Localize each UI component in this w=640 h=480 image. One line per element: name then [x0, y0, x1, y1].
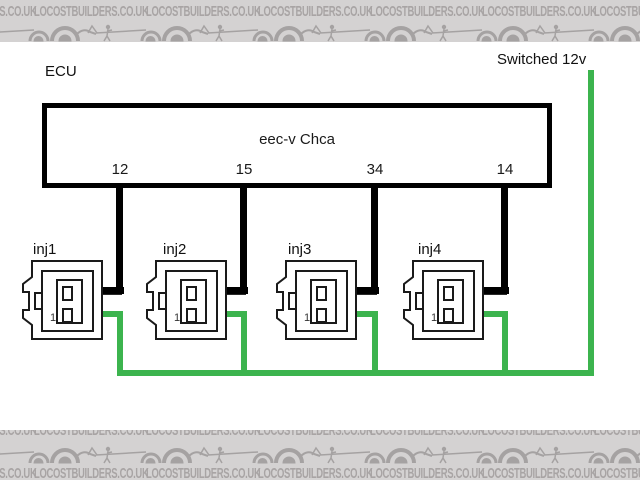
wire-pin15-to-inj2 [221, 287, 248, 294]
wire-12v-inj1-drop [117, 311, 123, 372]
wire-pin34-to-inj3 [351, 287, 379, 294]
car-silhouette-icon [498, 24, 610, 42]
car-silhouette-icon [610, 26, 640, 42]
watermark-car-row [0, 21, 640, 42]
ecu-pin-15: 15 [235, 161, 253, 178]
car-silhouette-icon [386, 446, 498, 464]
wire-12v-inj1-horizontal [97, 311, 123, 317]
inj1-connector: 1 [22, 260, 103, 340]
inj3-connector: 1 [276, 260, 357, 340]
watermark-text: LOCOSTBUILDERS.CO.UK [370, 465, 485, 480]
car-silhouette-icon [386, 24, 498, 42]
ecu-box-title: eec-v Chca [259, 131, 335, 148]
car-silhouette-icon [50, 24, 162, 42]
watermark-text: LOCOSTBUILDERS.CO.UK [0, 3, 37, 20]
watermark-text: LOCOSTBUILDERS.CO.UK [594, 430, 640, 439]
watermark-text: LOCOSTBUILDERS.CO.UK [370, 3, 485, 20]
watermark-text-row: LOCOSTBUILDERS.CO.UK LOCOSTBUILDERS.CO.U… [0, 465, 640, 480]
wire-pin14-vertical [501, 188, 508, 294]
car-silhouette-icon [498, 446, 610, 464]
wire-pin15-vertical [240, 188, 247, 294]
watermark-text: LOCOSTBUILDERS.CO.UK [482, 3, 597, 20]
car-silhouette-icon [0, 451, 50, 464]
watermark-text: LOCOSTBUILDERS.CO.UK [594, 3, 640, 20]
watermark-text: LOCOSTBUILDERS.CO.UK [482, 430, 597, 439]
inj1-label: inj1 [33, 241, 57, 258]
watermark-text: LOCOSTBUILDERS.CO.UK [0, 430, 37, 439]
inj3-label: inj3 [288, 241, 312, 258]
inj2-pin1-number: 1 [174, 312, 180, 324]
wire-12v-inj4-drop [502, 311, 508, 372]
wire-12v-bus [117, 370, 594, 376]
watermark-clipped-text-row: LOCOSTBUILDERS.CO.UK LOCOSTBUILDERS.CO.U… [0, 430, 640, 442]
watermark-text: LOCOSTBUILDERS.CO.UK [146, 430, 261, 439]
watermark-text: LOCOSTBUILDERS.CO.UK [34, 465, 149, 480]
watermark-text: LOCOSTBUILDERS.CO.UK [258, 430, 373, 439]
inj2-label: inj2 [163, 241, 187, 258]
ecu-connector-box [42, 103, 552, 188]
inj4-pin1-number: 1 [431, 312, 437, 324]
wire-12v-inj2-horizontal [221, 311, 247, 317]
ecu-pin-14: 14 [496, 161, 514, 178]
inj1-pin1-number: 1 [50, 312, 56, 324]
watermark-text: LOCOSTBUILDERS.CO.UK [482, 465, 597, 480]
car-silhouette-icon [274, 446, 386, 464]
wire-12v-inj2-drop [241, 311, 247, 372]
ecu-pin-34: 34 [366, 161, 384, 178]
watermark-text: LOCOSTBUILDERS.CO.UK [146, 3, 261, 20]
watermark-text: LOCOSTBUILDERS.CO.UK [0, 465, 37, 480]
watermark-text: LOCOSTBUILDERS.CO.UK [146, 465, 261, 480]
watermark-band-top: LOCOSTBUILDERS.CO.UK LOCOSTBUILDERS.CO.U… [0, 0, 640, 42]
car-silhouette-icon [50, 446, 162, 464]
watermark-car-row [0, 443, 640, 465]
car-silhouette-icon [610, 448, 640, 464]
inj3-pin1-number: 1 [304, 312, 310, 324]
watermark-text: LOCOSTBUILDERS.CO.UK [594, 465, 640, 480]
wire-pin12-to-inj1 [97, 287, 124, 294]
watermark-text: LOCOSTBUILDERS.CO.UK [370, 430, 485, 439]
wire-pin12-vertical [116, 188, 123, 294]
watermark-text: LOCOSTBUILDERS.CO.UK [34, 430, 149, 439]
wire-12v-inj4-horizontal [478, 311, 508, 317]
ecu-label: ECU [45, 63, 77, 80]
wire-pin34-vertical [371, 188, 378, 294]
watermark-band-bottom: LOCOSTBUILDERS.CO.UK LOCOSTBUILDERS.CO.U… [0, 430, 640, 480]
watermark-text: LOCOSTBUILDERS.CO.UK [258, 3, 373, 20]
switched-12v-label: Switched 12v [497, 51, 587, 68]
watermark-text-row: LOCOSTBUILDERS.CO.UK LOCOSTBUILDERS.CO.U… [0, 0, 640, 21]
wire-12v-inj3-horizontal [351, 311, 378, 317]
inj2-connector: 1 [146, 260, 227, 340]
car-silhouette-icon [0, 29, 50, 42]
watermark-text: LOCOSTBUILDERS.CO.UK [34, 3, 149, 20]
wire-pin14-to-inj4 [478, 287, 509, 294]
car-silhouette-icon [274, 24, 386, 42]
car-silhouette-icon [162, 446, 274, 464]
inj4-label: inj4 [418, 241, 442, 258]
car-silhouette-icon [162, 24, 274, 42]
ecu-pin-12: 12 [111, 161, 129, 178]
watermark-text: LOCOSTBUILDERS.CO.UK [258, 465, 373, 480]
wire-switched-12v-vertical [588, 70, 594, 376]
inj4-connector: 1 [403, 260, 484, 340]
wire-12v-inj3-drop [372, 311, 378, 372]
